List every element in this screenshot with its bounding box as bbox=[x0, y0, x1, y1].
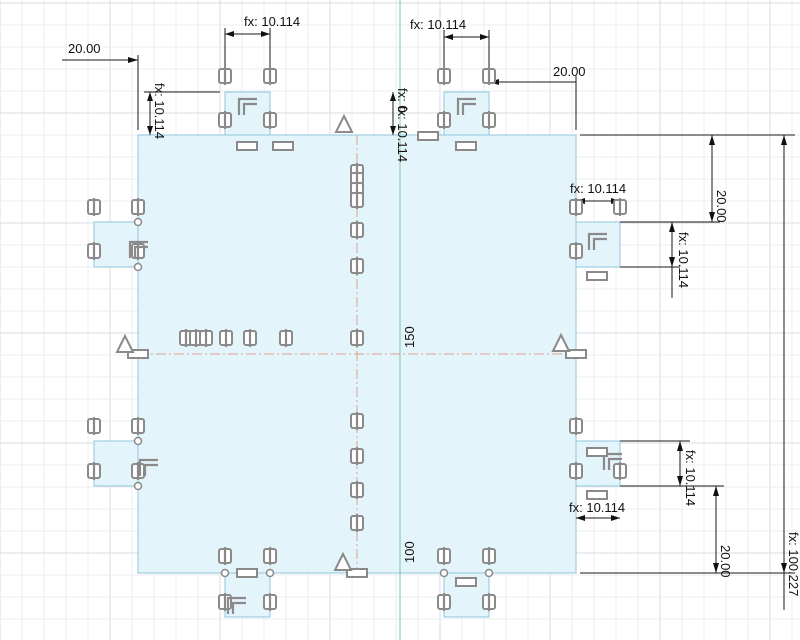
dim-right-lower-fx[interactable]: fx: 10.114 bbox=[569, 500, 625, 515]
dim-right-upper-fx[interactable]: fx: 10.114 bbox=[570, 181, 626, 196]
coincident-constraint-icon[interactable] bbox=[131, 242, 145, 260]
perpendicular-constraint-icon[interactable] bbox=[587, 232, 607, 250]
sketch-points[interactable] bbox=[133, 217, 494, 578]
coincident-constraint-icon[interactable] bbox=[569, 198, 583, 216]
coincident-constraint-icon[interactable] bbox=[263, 593, 277, 611]
dim-top-right-offset[interactable]: 20.00 bbox=[553, 64, 586, 79]
equal-constraint-icon[interactable] bbox=[272, 141, 294, 151]
coincident-constraint-icon[interactable] bbox=[613, 198, 627, 216]
tab-right-upper[interactable] bbox=[575, 221, 621, 268]
perpendicular-constraint-icon[interactable] bbox=[226, 596, 246, 614]
coincident-constraint-icon[interactable] bbox=[569, 417, 583, 435]
coincident-constraint-icon[interactable] bbox=[437, 593, 451, 611]
dim-right-lower-offset[interactable]: 20.00 bbox=[718, 545, 733, 578]
coincident-constraint-icon[interactable] bbox=[350, 447, 364, 465]
coincident-constraint-icon[interactable] bbox=[350, 514, 364, 532]
coincident-constraint-icon[interactable] bbox=[131, 198, 145, 216]
coincident-constraint-icon[interactable] bbox=[218, 593, 232, 611]
coincident-constraint-icon[interactable] bbox=[263, 67, 277, 85]
equal-constraint-icon[interactable] bbox=[417, 131, 439, 141]
coincident-constraint-icon[interactable] bbox=[482, 593, 496, 611]
dim-top-right-fx[interactable]: fx: 10.114 bbox=[410, 17, 466, 32]
equal-constraint-icon[interactable] bbox=[586, 271, 608, 281]
coincident-constraint-icon[interactable] bbox=[219, 329, 233, 347]
horizontal-constraint-icon[interactable] bbox=[334, 113, 354, 133]
coincident-constraint-icon[interactable] bbox=[482, 111, 496, 129]
equal-constraint-icon[interactable] bbox=[236, 568, 258, 578]
coincident-constraint-icon[interactable] bbox=[569, 242, 583, 260]
dim-center-vertical-fx[interactable]: fx: 10.114 bbox=[395, 106, 410, 162]
coincident-constraint-icon[interactable] bbox=[350, 221, 364, 239]
sketch-point bbox=[220, 568, 230, 578]
dim-inner-height[interactable]: 100 bbox=[402, 541, 417, 563]
coincident-constraint-icon[interactable] bbox=[87, 462, 101, 480]
dimension-lines bbox=[62, 28, 795, 610]
coincident-constraint-icon[interactable] bbox=[437, 547, 451, 565]
equal-constraint-icon[interactable] bbox=[127, 349, 149, 359]
dim-left-vertical-fx[interactable]: fx: 10.114 bbox=[152, 83, 167, 139]
coincident-constraint-icon[interactable] bbox=[87, 198, 101, 216]
coincident-constraint-icon[interactable] bbox=[131, 462, 145, 480]
equal-constraint-icon[interactable] bbox=[236, 141, 258, 151]
coincident-constraint-icon[interactable] bbox=[87, 417, 101, 435]
dim-inner-width[interactable]: 150 bbox=[402, 326, 417, 348]
coincident-constraint-icon[interactable] bbox=[350, 481, 364, 499]
perpendicular-constraint-icon[interactable] bbox=[456, 97, 476, 115]
tab-left-lower[interactable] bbox=[93, 440, 139, 487]
perpendicular-constraint-icon[interactable] bbox=[138, 458, 158, 476]
coincident-constraint-icon[interactable] bbox=[569, 462, 583, 480]
dim-right-lower-vertical-fx[interactable]: fx: 10.114 bbox=[683, 450, 698, 506]
coincident-constraint-icon[interactable] bbox=[482, 547, 496, 565]
coincident-constraint-icon[interactable] bbox=[87, 242, 101, 260]
horizontal-constraint-icon[interactable] bbox=[551, 332, 571, 352]
coincident-constraint-icon[interactable] bbox=[199, 329, 213, 347]
coincident-constraint-icon[interactable] bbox=[131, 417, 145, 435]
equal-constraint-icon[interactable] bbox=[586, 447, 608, 457]
coincident-constraint-icon[interactable] bbox=[243, 329, 257, 347]
sketch-point bbox=[484, 568, 494, 578]
perpendicular-constraint-icon[interactable] bbox=[237, 97, 257, 115]
coincident-constraint-icon[interactable] bbox=[218, 67, 232, 85]
perpendicular-constraint-icon[interactable] bbox=[128, 240, 148, 258]
coincident-constraint-icon[interactable] bbox=[350, 191, 364, 209]
coincident-constraint-icon[interactable] bbox=[279, 329, 293, 347]
coincident-constraint-icon[interactable] bbox=[482, 67, 496, 85]
dim-top-left-fx[interactable]: fx: 10.114 bbox=[244, 14, 300, 29]
coincident-constraint-icon[interactable] bbox=[350, 257, 364, 275]
dim-center-vertical-extra[interactable]: fx: 0 bbox=[395, 88, 410, 113]
horizontal-constraint-icon[interactable] bbox=[115, 333, 135, 353]
tab-bottom-left[interactable] bbox=[224, 572, 271, 618]
sketch-point bbox=[265, 568, 275, 578]
coincident-constraint-icon[interactable] bbox=[218, 111, 232, 129]
coincident-constraint-icon[interactable] bbox=[218, 547, 232, 565]
coincident-constraint-icon[interactable] bbox=[437, 67, 451, 85]
coincident-constraint-icon[interactable] bbox=[263, 111, 277, 129]
equal-constraint-icon[interactable] bbox=[455, 141, 477, 151]
equal-constraint-icon[interactable] bbox=[346, 568, 368, 578]
sketch-point bbox=[439, 568, 449, 578]
dim-top-left-offset[interactable]: 20.00 bbox=[68, 41, 101, 56]
equal-constraint-icon[interactable] bbox=[565, 349, 587, 359]
dim-total-height[interactable]: fx: 100.227 bbox=[786, 532, 800, 596]
horizontal-constraint-icon[interactable] bbox=[333, 551, 353, 571]
coincident-constraint-icon[interactable] bbox=[350, 412, 364, 430]
dim-right-upper-offset[interactable]: 20.00 bbox=[714, 190, 729, 223]
dim-right-upper-vertical-fx[interactable]: fx: 10.114 bbox=[676, 232, 691, 288]
sketch-point bbox=[133, 262, 143, 272]
coincident-constraint-icon[interactable] bbox=[613, 462, 627, 480]
coincident-constraint-icon[interactable] bbox=[437, 111, 451, 129]
sketch-point bbox=[133, 481, 143, 491]
constraint-glyphs[interactable] bbox=[87, 67, 627, 614]
equal-constraint-icon[interactable] bbox=[586, 490, 608, 500]
sketch-point bbox=[133, 217, 143, 227]
coincident-constraint-icon[interactable] bbox=[263, 547, 277, 565]
equal-constraint-icon[interactable] bbox=[455, 577, 477, 587]
coincident-constraint-icon[interactable] bbox=[350, 329, 364, 347]
sketch-point bbox=[133, 436, 143, 446]
